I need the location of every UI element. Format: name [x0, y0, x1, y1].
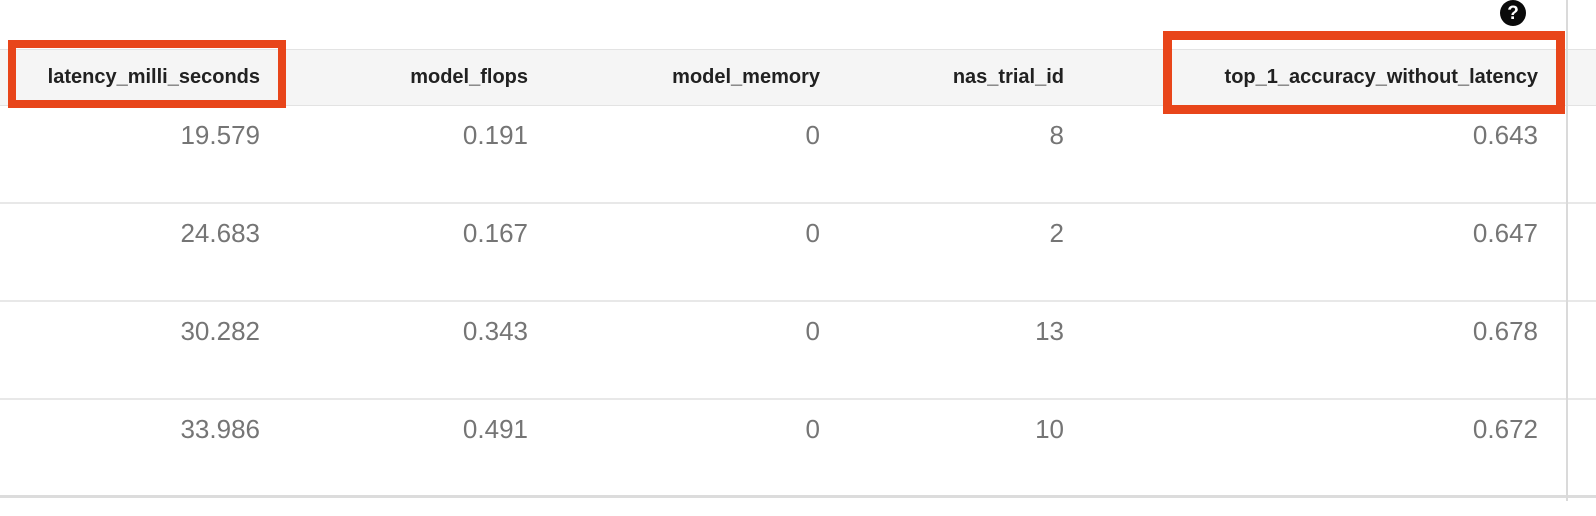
cell-latency: 24.683 [180, 218, 260, 248]
cell-nas-trial-id: 13 [1035, 316, 1064, 346]
cell-model-flops: 0.343 [462, 316, 528, 346]
cell-top-1-accuracy: 0.643 [1472, 120, 1538, 150]
help-icon[interactable]: ? [1500, 0, 1526, 26]
cell-model-flops: 0.191 [462, 120, 528, 150]
cell-top-1-accuracy: 0.672 [1472, 414, 1538, 444]
column-divider [1566, 0, 1568, 501]
cell-latency: 19.579 [180, 120, 260, 150]
next-column-header-edge [1568, 49, 1596, 106]
table-header-row: latency_milli_seconds model_flops model_… [0, 49, 1568, 106]
cell-latency: 33.986 [180, 414, 260, 444]
cell-model-flops: 0.167 [462, 218, 528, 248]
cell-latency: 30.282 [180, 316, 260, 346]
column-header-top-1-accuracy-without-latency: top_1_accuracy_without_latency [1224, 66, 1538, 88]
cell-nas-trial-id: 8 [1049, 120, 1064, 150]
column-header-latency-milli-seconds: latency_milli_seconds [47, 66, 260, 88]
table-body: 19.579 0.191 0 8 0.643 24.683 0.167 0 2 … [0, 106, 1596, 498]
cell-model-memory: 0 [805, 316, 820, 346]
table-row: 24.683 0.167 0 2 0.647 [0, 204, 1596, 302]
table-row: 30.282 0.343 0 13 0.678 [0, 302, 1596, 400]
table-row: 33.986 0.491 0 10 0.672 [0, 400, 1596, 498]
help-icon-glyph: ? [1507, 2, 1519, 24]
cell-nas-trial-id: 10 [1035, 414, 1064, 444]
cell-model-memory: 0 [805, 414, 820, 444]
column-header-model-flops: model_flops [410, 66, 528, 88]
cell-top-1-accuracy: 0.647 [1472, 218, 1538, 248]
cell-top-1-accuracy: 0.678 [1472, 316, 1538, 346]
cell-model-flops: 0.491 [462, 414, 528, 444]
table-row: 19.579 0.191 0 8 0.643 [0, 106, 1596, 204]
cell-model-memory: 0 [805, 218, 820, 248]
cell-nas-trial-id: 2 [1049, 218, 1064, 248]
column-header-model-memory: model_memory [672, 66, 820, 88]
column-header-nas-trial-id: nas_trial_id [952, 66, 1064, 88]
cell-model-memory: 0 [805, 120, 820, 150]
